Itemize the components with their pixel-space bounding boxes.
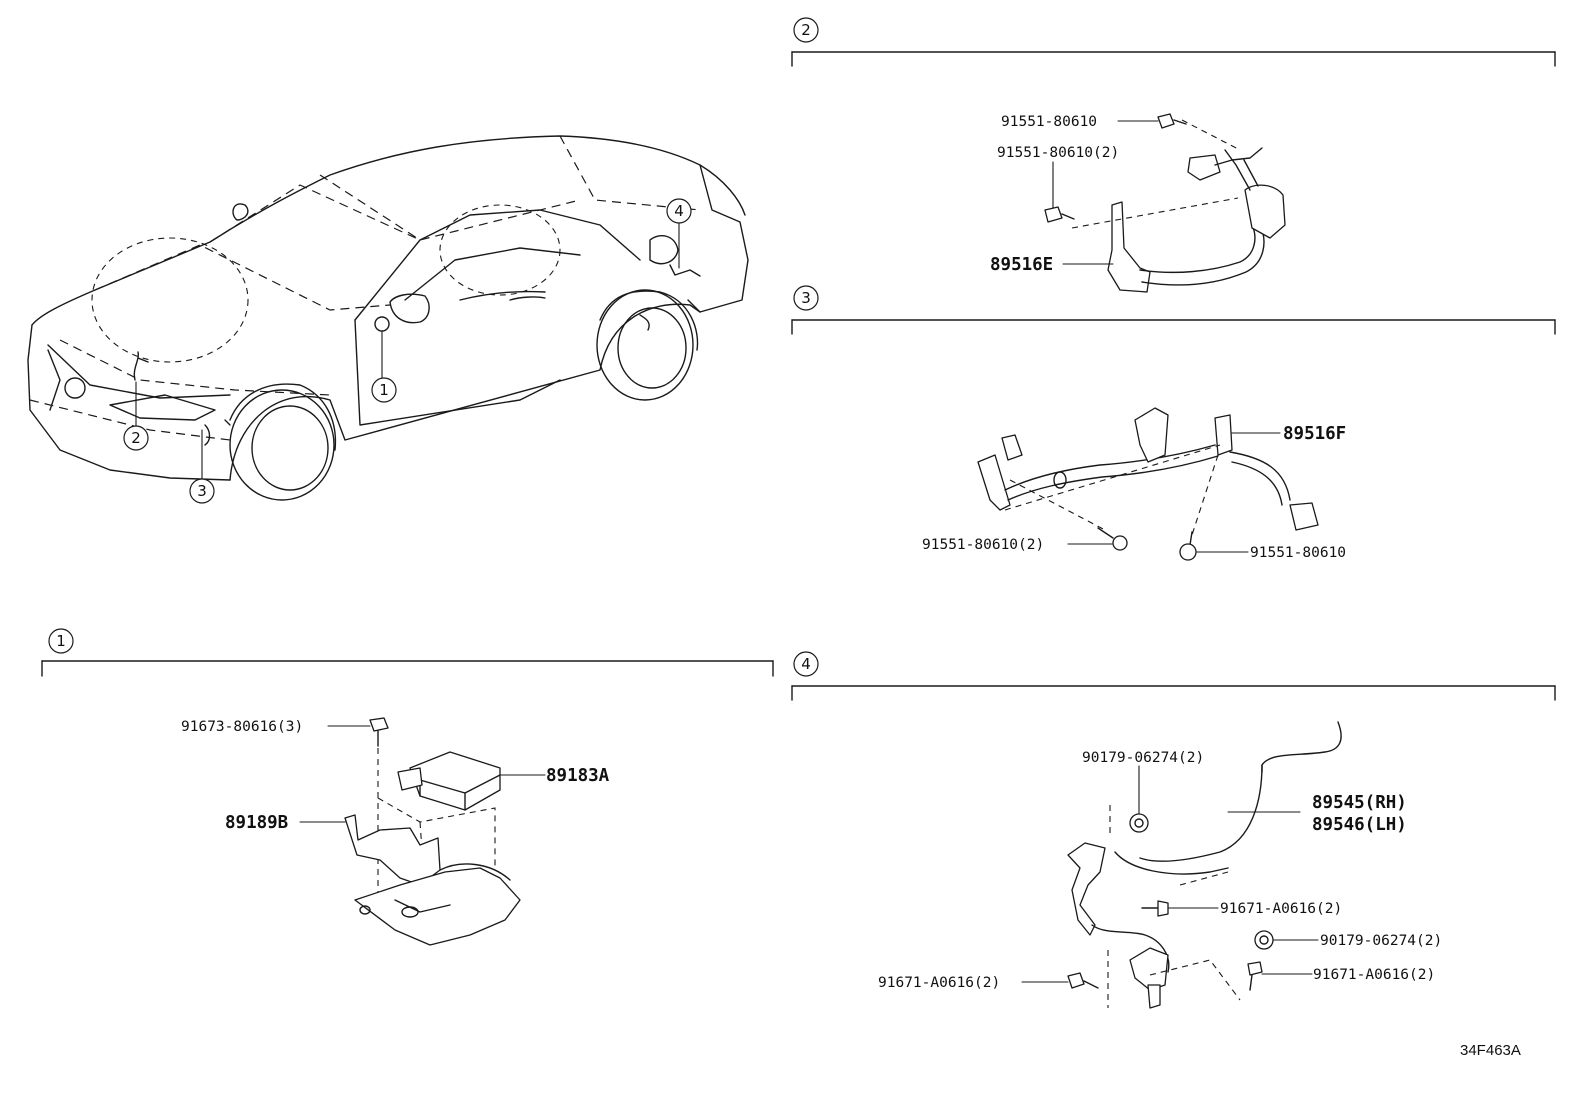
illustration-code: 34F463A [1460,1042,1521,1059]
callout-4-car: 4 [674,202,684,220]
section-1: 1 91673-80616(3) [41,628,774,946]
part-label-90179-06274-top: 90179-06274(2) [1082,750,1204,766]
bolt-icon [1067,972,1099,989]
wire-harness-89516f [977,407,1319,536]
wire-harness-89516e [1071,119,1286,293]
part-label-90179-06274-right: 90179-06274(2) [1320,933,1442,949]
part-label-91671-a0616-left: 91671-A0616(2) [878,975,1000,991]
part-label-91551-80610-s2a: 91551-80610 [1001,114,1097,130]
nut-icon [1254,930,1274,950]
part-label-89183a: 89183A [546,766,610,786]
bolt-icon [1247,961,1263,991]
height-sensor-89183a [397,751,501,811]
section-3: 3 89516F 915 [791,285,1556,561]
section-4: 4 [791,651,1556,1009]
part-label-91551-80610-s3b: 91551-80610 [1250,545,1346,561]
part-label-91673-80616: 91673-80616(3) [181,719,303,735]
part-label-91671-a0616-right: 91671-A0616(2) [1313,967,1435,983]
bolt-icon [1044,206,1075,223]
part-label-91551-80610-s3a: 91551-80610(2) [922,537,1044,553]
part-label-89545-rh: 89545(RH) [1312,793,1407,813]
section-4-callout: 4 [801,655,811,673]
bolt-icon [1141,900,1169,917]
part-label-89516f: 89516F [1283,424,1346,444]
callout-3-car: 3 [197,482,207,500]
part-label-89516e: 89516E [990,255,1053,275]
section-2: 2 91551-80610 91551-80610(2) [791,17,1556,293]
section-2-callout: 2 [801,21,811,39]
section-3-callout: 3 [801,289,811,307]
part-label-91551-80610-s2b: 91551-80610(2) [997,145,1119,161]
bolt-icon [1157,113,1187,129]
speed-sensor-89545-89546 [1067,721,1342,1009]
nut-icon [1129,813,1149,833]
part-label-89189b: 89189B [225,813,288,833]
part-label-91671-a0616-mid: 91671-A0616(2) [1220,901,1342,917]
section-1-callout: 1 [56,632,66,650]
callout-2-car: 2 [131,429,141,447]
car-illustration: 1 2 3 4 [27,135,749,504]
part-label-89546-lh: 89546(LH) [1312,815,1407,835]
bracket-89189b [344,814,521,946]
bolt-icon [1097,527,1128,551]
callout-1-car: 1 [379,381,389,399]
bolt-icon [369,717,389,747]
bolt-icon [1179,531,1197,561]
